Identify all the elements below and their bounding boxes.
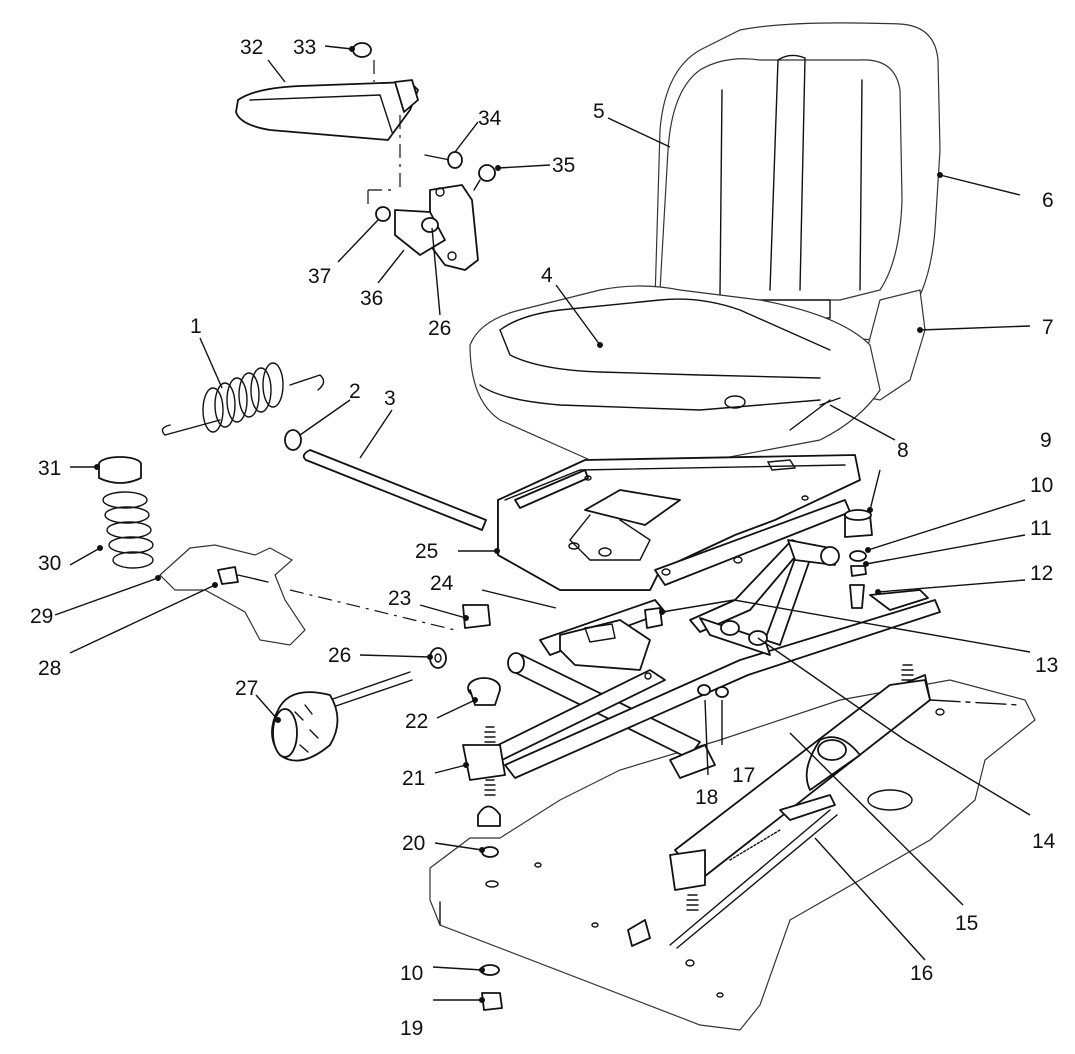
- callout-33: 33: [293, 36, 316, 59]
- callout-19: 19: [400, 1017, 423, 1040]
- callout-1: 1: [190, 315, 202, 338]
- callout-23: 23: [388, 587, 411, 610]
- left-components: [98, 362, 487, 762]
- callout-3: 3: [384, 387, 396, 410]
- callout-24: 24: [430, 572, 454, 595]
- seat-assembly: [469, 22, 941, 471]
- callout-9: 9: [1040, 429, 1052, 452]
- callout-17: 17: [732, 764, 755, 787]
- callout-8: 8: [897, 439, 909, 462]
- callout-15: 15: [955, 912, 978, 935]
- callout-28: 28: [38, 657, 61, 680]
- callout-12: 12: [1030, 562, 1053, 585]
- callout-25: 25: [415, 540, 438, 563]
- callout-30: 30: [38, 552, 61, 575]
- callout-11: 11: [1030, 517, 1052, 540]
- callout-26-armrest: 26: [428, 317, 451, 340]
- callout-22: 22: [405, 710, 428, 733]
- callout-2: 2: [349, 380, 361, 403]
- callout-21: 21: [402, 767, 425, 790]
- callout-26-washer: 26: [328, 644, 351, 667]
- armrest-assembly: [235, 42, 496, 271]
- callout-20: 20: [402, 832, 425, 855]
- leader-lines: [54, 45, 1031, 1003]
- callout-29: 29: [30, 605, 53, 628]
- callout-10-bottom: 10: [400, 962, 423, 985]
- callout-35: 35: [552, 154, 575, 177]
- callout-labels: 1 2 3 4 5 6 7 8 9 10 10 11 12 13 14 15 1…: [30, 36, 1058, 1040]
- callout-31: 31: [38, 457, 61, 480]
- callout-13: 13: [1035, 654, 1058, 677]
- callout-7: 7: [1042, 316, 1054, 339]
- callout-32: 32: [240, 36, 263, 59]
- callout-6: 6: [1042, 189, 1054, 212]
- callout-10-top: 10: [1030, 474, 1053, 497]
- callout-36: 36: [360, 287, 383, 310]
- callout-14: 14: [1032, 830, 1056, 853]
- callout-16: 16: [910, 962, 933, 985]
- callout-27: 27: [235, 677, 258, 700]
- callout-34: 34: [478, 107, 502, 130]
- callout-18: 18: [695, 786, 718, 809]
- callout-4: 4: [541, 264, 553, 287]
- callout-5: 5: [593, 100, 605, 123]
- suspension-frame: [462, 539, 941, 949]
- callout-37: 37: [308, 265, 331, 288]
- seat-pan: [497, 454, 861, 591]
- hardware: [429, 509, 914, 1011]
